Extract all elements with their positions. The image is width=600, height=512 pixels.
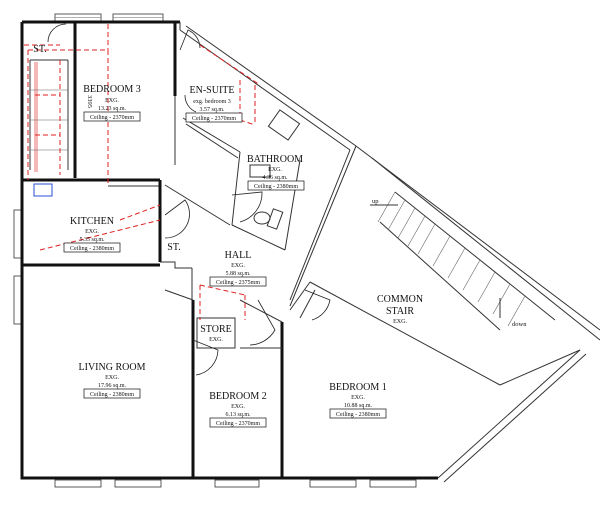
stair-name-line1: COMMON: [377, 294, 423, 305]
left-closet: [29, 23, 69, 172]
blue-marker: [33, 183, 53, 197]
outer-walls: [20, 20, 600, 483]
bathroom-door: [231, 191, 263, 223]
bedroom1-name: BEDROOM 1: [329, 382, 387, 393]
living-area: 17.96 sq.m.: [98, 383, 127, 389]
bedroom3-name: BEDROOM 3: [83, 84, 141, 95]
dimension-label: 3395: [86, 95, 93, 108]
room-bedroom2: BEDROOM 2 EXG. 6.13 sq.m. Ceiling - 2370…: [209, 391, 267, 428]
bedroom3-ceiling: Ceiling - 2370mm: [90, 115, 134, 121]
kitchen-ceiling: Ceiling - 2380mm: [70, 246, 114, 252]
stair-status: EXG.: [393, 319, 407, 325]
bathroom-fixtures: [249, 109, 301, 230]
room-kitchen: KITCHEN EXG. 5.35 sq.m. Ceiling - 2380mm: [63, 216, 121, 253]
toilet-icon: [253, 211, 271, 225]
room-bedroom3: BEDROOM 3 EXG. 13.23 sq.m. Ceiling - 237…: [83, 84, 141, 122]
top-windows: [13, 13, 417, 488]
window-left-1: [13, 209, 22, 259]
ensuite-area: 3.57 sq.m.: [199, 107, 225, 113]
kitchen-area: 5.35 sq.m.: [79, 237, 105, 243]
bedroom1-area: 10.88 sq.m.: [344, 403, 373, 409]
window-bottom-4: [309, 479, 357, 488]
st-hall-label: ST.: [167, 242, 180, 253]
bedroom2-ceiling: Ceiling - 2370mm: [216, 421, 260, 427]
room-ensuite: EN-SUITE exg. bedroom 3 3.57 sq.m. Ceili…: [185, 85, 243, 123]
bedroom3-status: EXG.: [105, 98, 119, 104]
room-bedroom1: BEDROOM 1 EXG. 10.88 sq.m. Ceiling - 238…: [329, 382, 387, 419]
living-door: [192, 339, 219, 376]
ensuite-door: [179, 29, 201, 51]
stair-down-label: down: [512, 321, 527, 328]
room-hall: HALL EXG. 5.88 sq.m. Ceiling - 2375mm: [209, 250, 267, 287]
bath-fixture: [267, 109, 301, 141]
stair-up-label: up: [372, 198, 379, 205]
bathroom-area: 4.36 sq.m.: [262, 175, 288, 181]
proposed-red-lines: [24, 24, 261, 320]
closet-door-arc: [47, 23, 67, 43]
bedroom1-status: EXG.: [351, 395, 365, 401]
bedroom2-name: BEDROOM 2: [209, 391, 267, 402]
living-status: EXG.: [105, 375, 119, 381]
bedroom2-door: [249, 299, 276, 346]
window-bottom-1: [54, 479, 102, 488]
bedroom1-door: [304, 289, 331, 321]
bathroom-ceiling: Ceiling - 2380mm: [254, 184, 298, 190]
bathroom-status: EXG.: [268, 167, 282, 173]
hall-status: EXG.: [231, 263, 245, 269]
kitchen-status: EXG.: [85, 229, 99, 235]
ensuite-name: EN-SUITE: [190, 85, 235, 96]
kitchen-name: KITCHEN: [70, 216, 114, 227]
store-status: EXG.: [209, 337, 223, 343]
sink-icon: [266, 208, 284, 230]
bedroom2-status: EXG.: [231, 404, 245, 410]
bedroom3-area: 13.23 sq.m.: [98, 106, 127, 112]
ensuite-note: exg. bedroom 3: [193, 99, 231, 105]
stairs: [370, 191, 556, 331]
window-bottom-2: [114, 479, 162, 488]
window-left-2: [13, 275, 22, 325]
window-bottom-3: [214, 479, 260, 488]
room-bathroom: BATHROOM EXG. 4.36 sq.m. Ceiling - 2380m…: [247, 154, 305, 191]
st-top-label: ST.: [33, 44, 46, 55]
store-name: STORE: [200, 324, 232, 335]
interior-walls: [22, 22, 316, 478]
room-store: STORE EXG.: [200, 324, 232, 343]
room-common-stair: COMMON STAIR EXG.: [377, 294, 423, 325]
doors: [164, 29, 331, 376]
bedroom3-door: [184, 94, 197, 113]
bedroom1-ceiling: Ceiling - 2380mm: [336, 412, 380, 418]
room-living: LIVING ROOM EXG. 17.96 sq.m. Ceiling - 2…: [79, 362, 146, 399]
hall-area: 5.88 sq.m.: [225, 271, 251, 277]
bath-tub: [249, 164, 271, 178]
bedroom2-area: 6.13 sq.m.: [225, 412, 251, 418]
ensuite-ceiling: Ceiling - 2370mm: [192, 116, 236, 122]
living-name: LIVING ROOM: [79, 362, 146, 373]
hall-name: HALL: [225, 250, 252, 261]
living-ceiling: Ceiling - 2380mm: [90, 392, 134, 398]
window-bottom-5: [369, 479, 417, 488]
stair-name-line2: STAIR: [386, 306, 414, 317]
bathroom-name: BATHROOM: [247, 154, 303, 165]
hall-ceiling: Ceiling - 2375mm: [216, 280, 260, 286]
kitchen-door: [164, 199, 190, 239]
